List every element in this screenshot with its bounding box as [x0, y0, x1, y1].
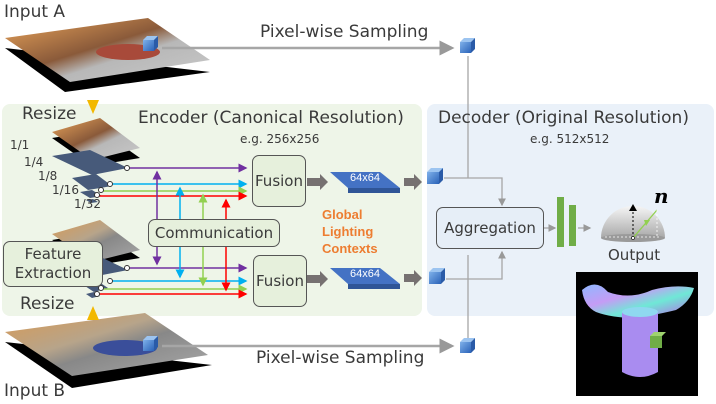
output-label: Output — [608, 246, 661, 264]
feature-map-bottom — [330, 268, 400, 289]
feature-size-bottom: 64x64 — [350, 268, 380, 280]
sampled-pixel-top — [460, 38, 475, 53]
feature-pyramid-top — [52, 118, 140, 203]
context-line-1: Global — [322, 207, 363, 222]
bottom-streams — [94, 263, 248, 299]
feature-extraction-block: Feature Extraction — [3, 241, 103, 287]
scale-1-8: 1/8 — [38, 169, 58, 183]
scale-1-32: 1/32 — [74, 197, 101, 211]
scale-1-16: 1/16 — [52, 183, 79, 197]
encoder-subtitle: e.g. 256x256 — [240, 132, 320, 146]
sampling-label-bottom: Pixel-wise Sampling — [256, 348, 425, 368]
normal-hemisphere-icon — [601, 204, 665, 242]
to-aggregation-bottom — [446, 250, 506, 280]
encoded-pixel-top — [427, 168, 443, 184]
feature-size-top: 64x64 — [350, 172, 380, 184]
resize-label-top: Resize — [22, 104, 77, 124]
aggregation-block: Aggregation — [436, 207, 544, 249]
feature-map-top — [330, 172, 400, 193]
mlp-layer-1 — [557, 197, 564, 247]
feature-arrow-top — [404, 174, 422, 190]
communication-links — [152, 170, 231, 292]
normal-map-output-image — [576, 272, 698, 396]
fusion-block-bottom: Fusion — [253, 255, 307, 307]
feature-arrow-bottom — [404, 270, 422, 286]
to-aggregation-top — [444, 177, 506, 207]
resize-label-bottom: Resize — [20, 294, 75, 314]
encoded-pixel-bottom — [429, 268, 445, 284]
global-lighting-contexts-label: Global Lighting Contexts — [322, 206, 378, 257]
input-b-image — [5, 313, 212, 388]
input-a-image — [5, 18, 210, 92]
fusion-arrow-bottom — [307, 271, 328, 287]
sampling-label-top: Pixel-wise Sampling — [260, 22, 429, 42]
communication-block: Communication — [148, 219, 280, 247]
context-line-2: Lighting — [322, 224, 374, 239]
resize-arrow-top — [87, 100, 99, 114]
input-b-label: Input B — [4, 381, 66, 401]
decoder-subtitle: e.g. 512x512 — [530, 132, 610, 146]
sampled-pixel-bottom — [460, 338, 475, 353]
top-streams — [94, 163, 248, 201]
encoder-title: Encoder (Canonical Resolution) — [138, 108, 404, 128]
sample-cube-a — [143, 36, 158, 51]
decoder-title: Decoder (Original Resolution) — [438, 108, 689, 128]
mlp-layer-2 — [569, 205, 576, 246]
fusion-block-top: Fusion — [252, 155, 306, 207]
context-line-3: Contexts — [322, 241, 378, 256]
resize-arrow-bottom — [87, 306, 99, 320]
scale-1-1: 1/1 — [10, 138, 30, 152]
normal-symbol: n — [654, 184, 669, 208]
fusion-arrow-top — [307, 174, 328, 190]
sample-cube-b — [143, 336, 158, 351]
input-a-label: Input A — [4, 2, 66, 22]
scale-1-4: 1/4 — [24, 155, 44, 169]
